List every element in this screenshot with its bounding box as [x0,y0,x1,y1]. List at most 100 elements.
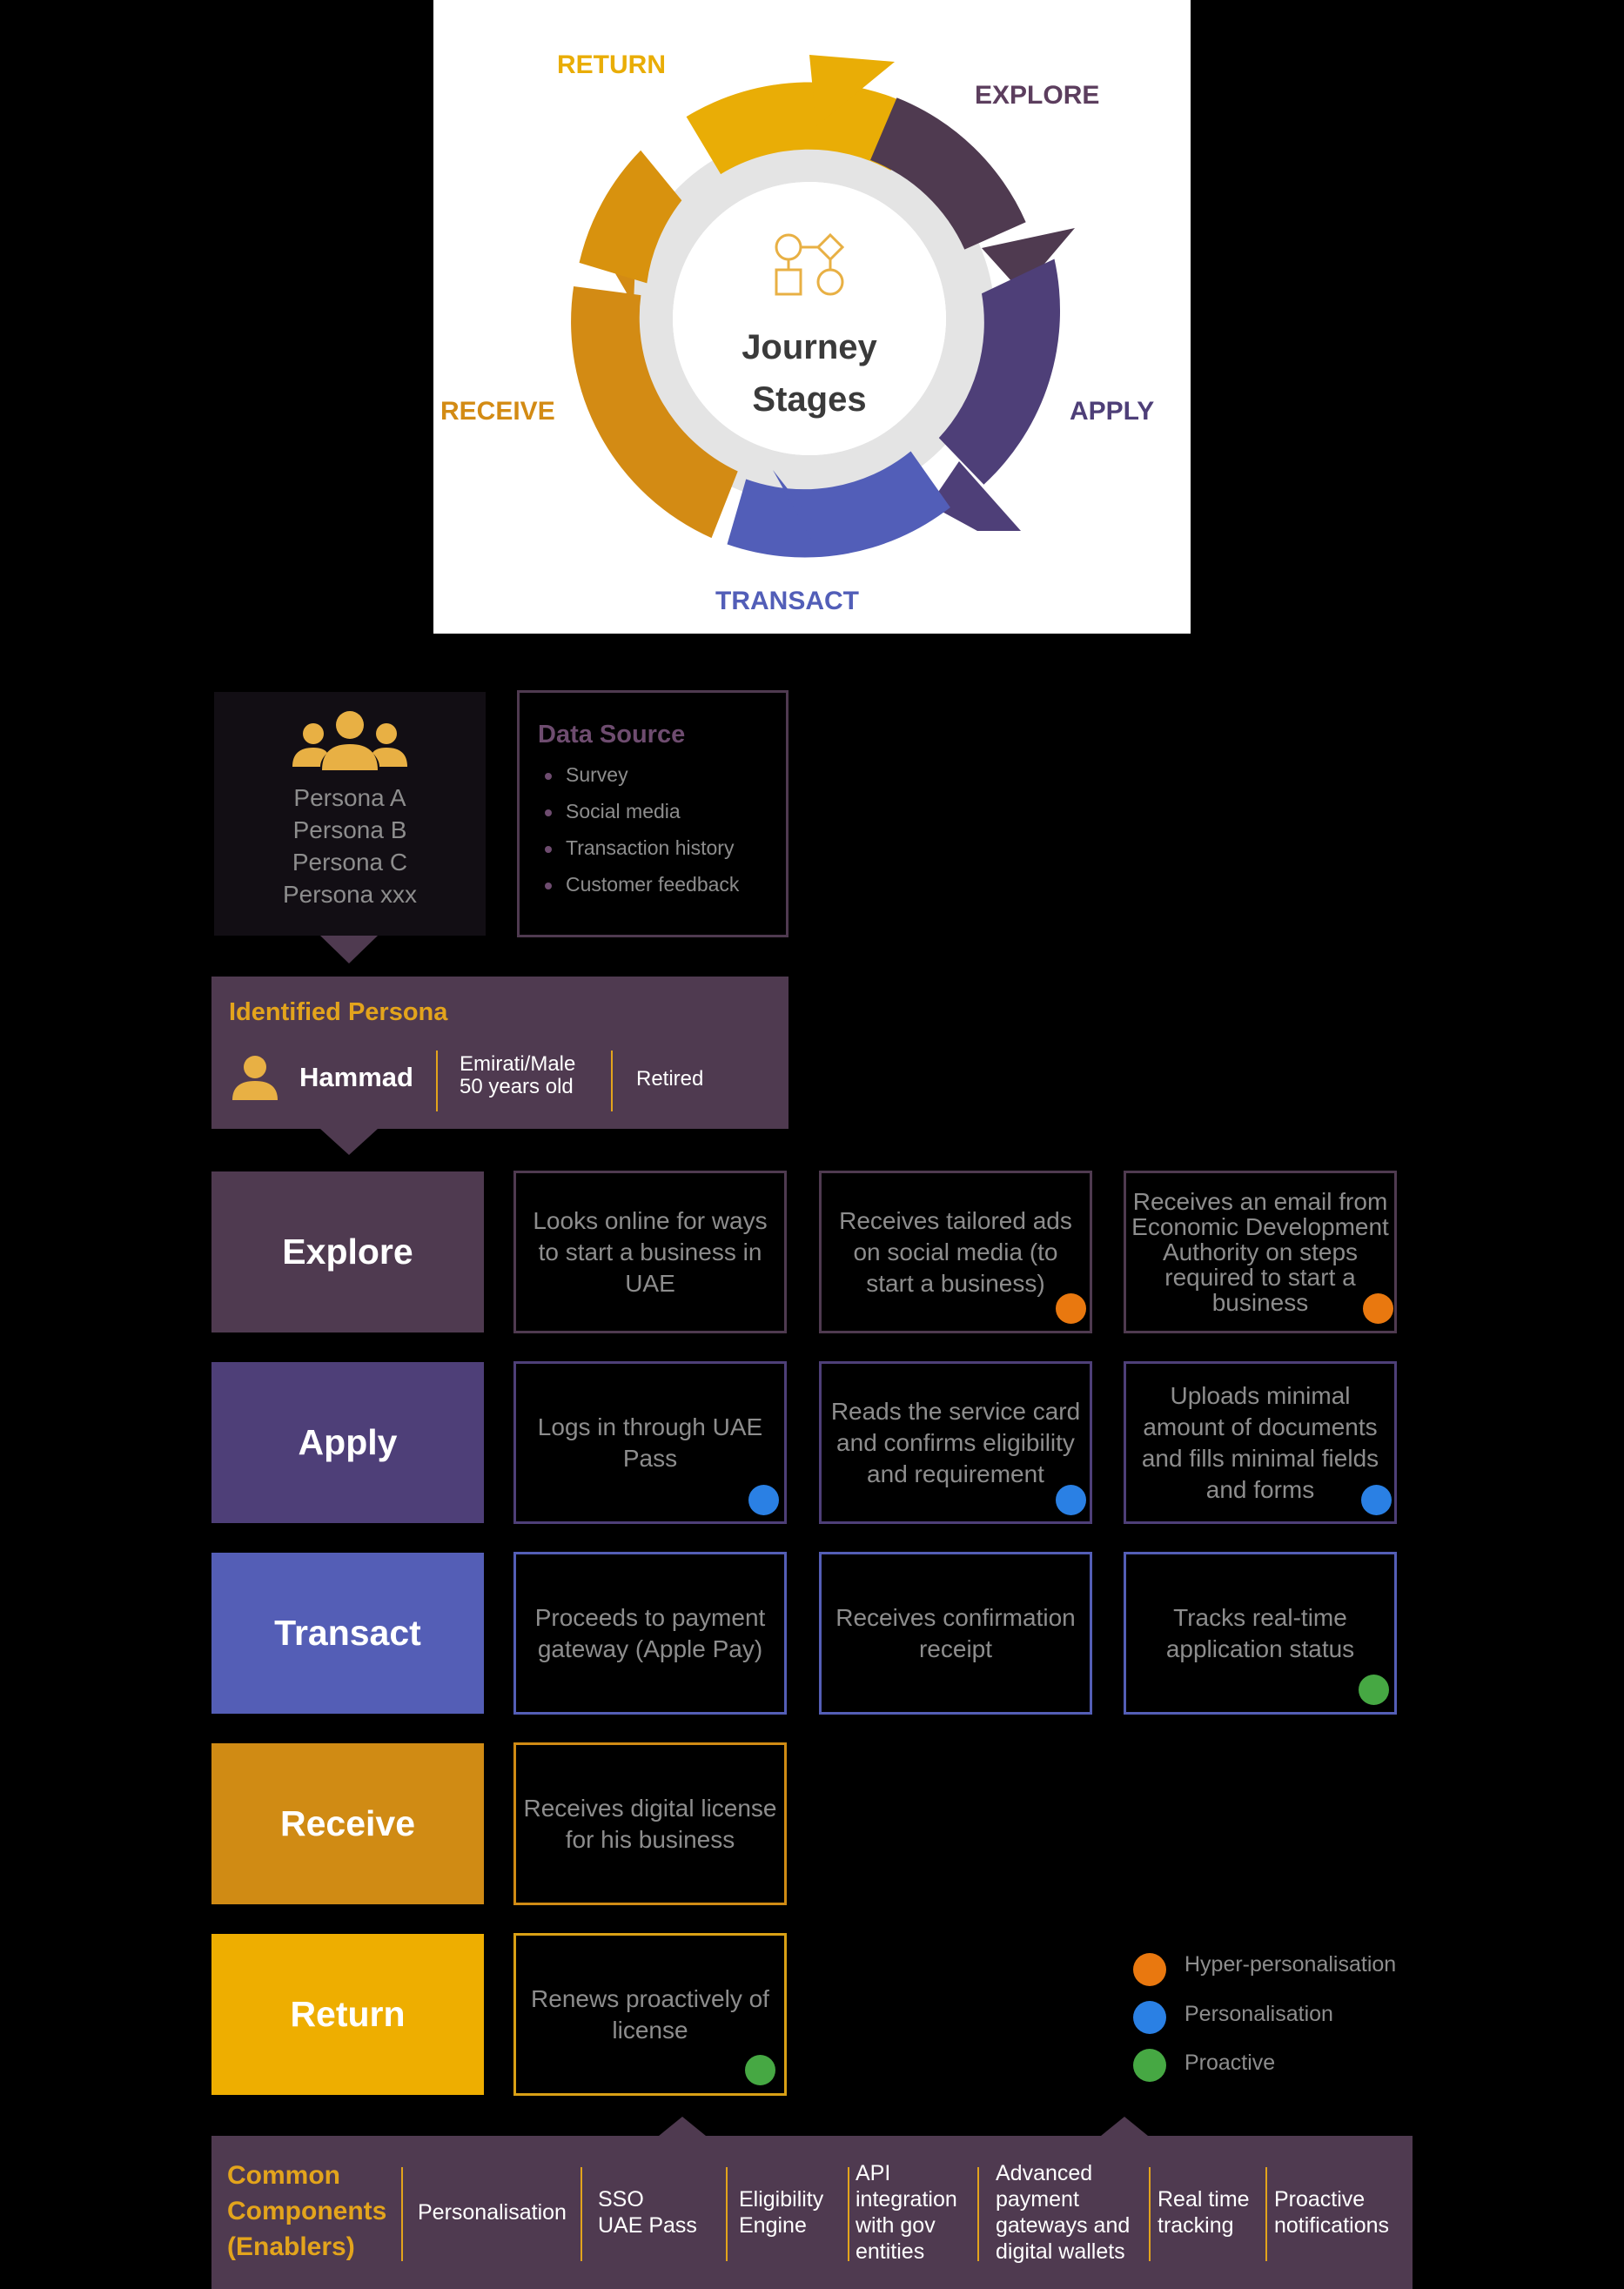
enabler-item-line: with gov [856,2213,936,2238]
persona-nationality-gender: Emirati/Male [460,1052,576,1076]
step-text: Looks online for ways to start a busines… [533,1206,768,1297]
wheel-center [673,182,946,455]
transact-arc [727,451,950,558]
step-text: Renews proactively of license [531,1984,769,2044]
step-box: Tracks real-time application status [1124,1552,1397,1715]
wheel-title-line1: Journey [742,328,877,366]
legend-label: Personalisation [1184,2002,1333,2026]
enabler-item: Proactive notifications [1274,2186,1389,2239]
persona-occupation: Retired [636,1067,704,1091]
step-text: Receives digital license for his busines… [523,1794,777,1853]
transact-arrowhead [773,470,821,548]
enabler-item: Advanced payment gateways and digital wa… [996,2160,1130,2265]
divider [401,2167,403,2261]
persona-line: Persona B [292,816,407,843]
common-components-bar: Common Components (Enablers) Personalisa… [211,2136,1413,2289]
stage-row-label-explore: Explore [211,1171,484,1332]
enablers-title-line: Components [227,2197,387,2225]
persona-line: Persona xxx [282,881,418,908]
enablers-title: Common Components (Enablers) [227,2158,386,2265]
enabler-item-line: notifications [1274,2213,1390,2238]
step-text: Uploads minimal amount of documents and … [1141,1381,1379,1503]
journey-wheel-graphic: Journey Stages RETURN EXPLORE APPLY TRAN… [440,50,1154,615]
stage-row-label-apply: Apply [211,1362,484,1523]
data-source-item: Transaction history [538,829,786,866]
stage-label-explore: EXPLORE [975,81,1099,110]
personalisation-marker [1056,1485,1086,1515]
apply-arc [938,258,1061,485]
enabler-item-line: payment [996,2187,1079,2212]
legend-label: Hyper-personalisation [1184,1952,1397,1977]
proactive-marker [1359,1675,1389,1705]
enabler-item: Personalisation [418,2199,567,2225]
proactive-marker [745,2055,775,2085]
stage-label-return: RETURN [557,50,666,79]
legend-dot-hyper-personalisation [1133,1953,1166,1986]
journey-stages-wheel: Journey Stages RETURN EXPLORE APPLY TRAN… [433,0,1191,634]
enabler-item-line: Proactive [1274,2187,1366,2212]
hyper-personalisation-marker [1363,1293,1393,1324]
process-flow-icon [775,232,845,296]
divider [726,2167,728,2261]
personalisation-marker [748,1485,779,1515]
divider [1149,2167,1151,2261]
enabler-item-line: integration [856,2187,957,2212]
enablers-title-line: Common [227,2161,340,2190]
enabler-item: API integration with gov entities [856,2160,957,2265]
persona-box: Persona A Persona B Persona C Persona xx… [214,692,486,936]
data-source-item: Survey [538,756,786,793]
enabler-item-line: SSO [598,2187,644,2212]
data-source-item: Social media [538,793,786,829]
step-box: Receives tailored ads on social media (t… [819,1171,1092,1333]
enabler-item: SSO UAE Pass [598,2186,697,2239]
step-text: Proceeds to payment gateway (Apple Pay) [534,1603,766,1662]
stage-label-apply: APPLY [1070,397,1154,426]
step-box: Renews proactively of license [513,1933,787,2096]
apply-arrowhead [929,461,1021,531]
enabler-item-line: Advanced [996,2161,1093,2185]
step-box: Receives confirmation receipt [819,1552,1092,1715]
group-users-icon [292,711,407,770]
wheel-title-line2: Stages [752,380,866,419]
stage-row-label-transact: Transact [211,1553,484,1714]
enabler-item-line: API [856,2161,891,2185]
persona-demographics: Emirati/Male 50 years old [460,1053,575,1098]
step-box: Looks online for ways to start a busines… [513,1171,787,1333]
persona-line: Persona A [293,784,406,811]
step-box: Receives an email from Economic Developm… [1124,1171,1397,1333]
enabler-item-line: Engine [739,2213,807,2238]
step-text: Receives confirmation receipt [835,1603,1076,1662]
identified-persona-box: Identified Persona Hammad Emirati/Male 5… [211,977,789,1129]
enabler-item: Eligibility Engine [739,2186,823,2239]
step-text: Receives an email from Economic Developm… [1131,1188,1389,1316]
step-box: Proceeds to payment gateway (Apple Pay) [513,1552,787,1715]
legend-label: Proactive [1184,2051,1276,2075]
enablers-pointer-arrow [659,2117,706,2136]
step-text: Receives tailored ads on social media (t… [839,1206,1072,1297]
enabler-item-line: tracking [1158,2213,1234,2238]
enabler-item-line: digital wallets [996,2239,1125,2264]
step-text: Tracks real-time application status [1165,1603,1355,1662]
divider [1265,2167,1267,2261]
legend-dot-personalisation [1133,2001,1166,2034]
persona-line: Persona C [292,849,408,876]
data-source-title: Data Source [538,721,686,748]
hyper-personalisation-marker [1056,1293,1086,1324]
enabler-item-line: Eligibility [739,2187,824,2212]
enabler-item: Real time tracking [1158,2186,1250,2239]
divider [436,1051,438,1111]
divider [580,2167,582,2261]
enablers-pointer-arrow [1101,2117,1148,2136]
legend-dot-proactive [1133,2049,1166,2082]
step-box: Reads the service card and confirms elig… [819,1361,1092,1524]
enabler-item-line: entities [856,2239,925,2264]
persona-pointer-arrow [320,936,378,963]
return-arrowhead [809,55,895,126]
divider [848,2167,849,2261]
enabler-item-line: gateways and [996,2213,1131,2238]
identified-persona-pointer-arrow [320,1129,378,1155]
user-icon [232,1056,278,1100]
return-arc [686,82,924,175]
step-text: Reads the service card and confirms elig… [830,1397,1081,1487]
enablers-title-line: (Enablers) [227,2232,355,2261]
